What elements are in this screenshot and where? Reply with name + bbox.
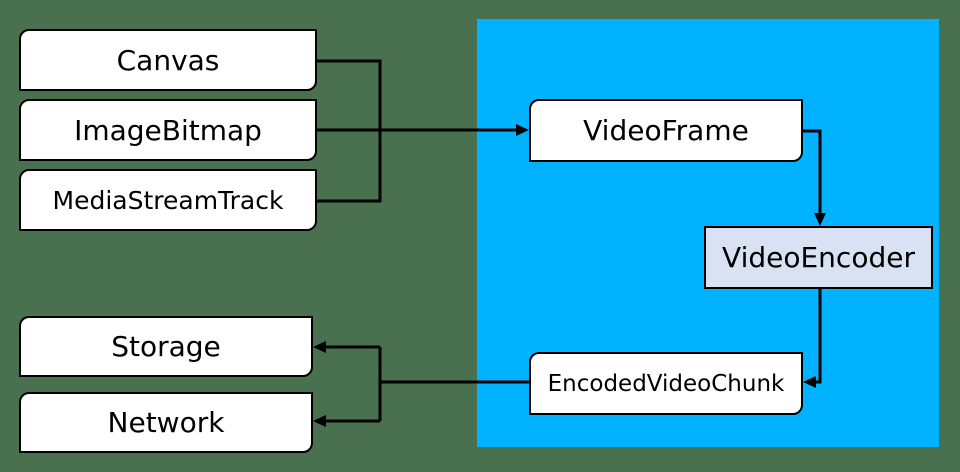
- node-storage-label: Storage: [111, 330, 221, 363]
- node-image-bitmap-label: ImageBitmap: [74, 113, 262, 147]
- node-network-label: Network: [107, 406, 225, 439]
- node-canvas: Canvas: [19, 29, 317, 91]
- node-video-encoder-label: VideoEncoder: [722, 241, 915, 274]
- connector-sources-junction: [317, 59, 382, 203]
- arrowhead-network: [313, 415, 326, 427]
- node-storage: Storage: [19, 316, 313, 377]
- node-video-frame-label: VideoFrame: [583, 114, 749, 147]
- node-encoded-video-chunk-label: EncodedVideoChunk: [547, 370, 785, 397]
- node-canvas-label: Canvas: [116, 43, 220, 77]
- node-video-encoder: VideoEncoder: [704, 226, 933, 289]
- node-network: Network: [19, 392, 313, 453]
- node-media-stream-track: MediaStreamTrack: [19, 169, 317, 231]
- node-encoded-video-chunk: EncodedVideoChunk: [529, 352, 803, 415]
- node-video-frame: VideoFrame: [529, 99, 803, 162]
- node-media-stream-track-label: MediaStreamTrack: [52, 185, 284, 215]
- node-image-bitmap: ImageBitmap: [19, 99, 317, 161]
- arrowhead-storage: [313, 341, 326, 353]
